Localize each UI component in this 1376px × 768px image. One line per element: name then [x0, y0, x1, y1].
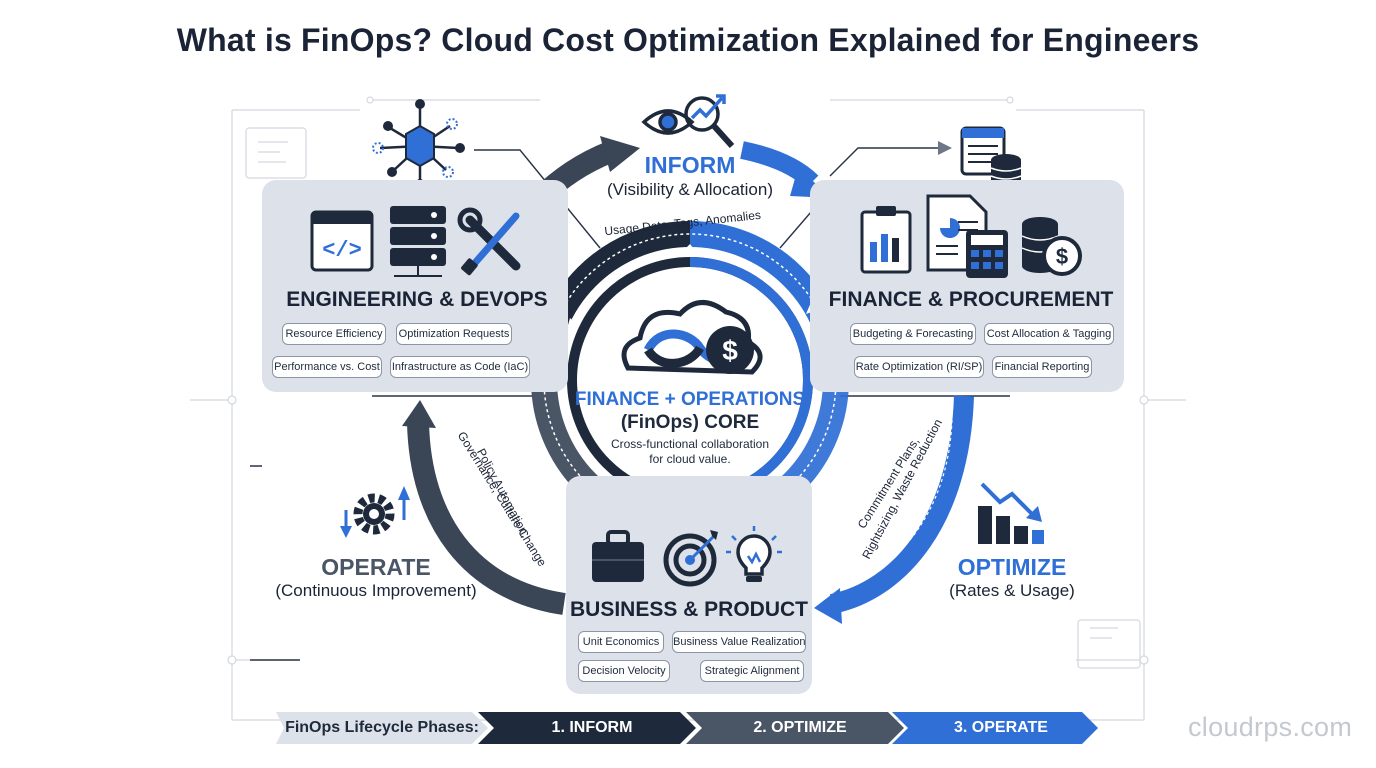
gear-arrows-icon: [340, 486, 410, 538]
tag-optimization-requests: Optimization Requests: [396, 323, 512, 345]
target-icon: [663, 530, 718, 587]
tag-strategic-alignment: Strategic Alignment: [700, 660, 804, 682]
core-title-line1: FINANCE + OPERATIONS: [574, 389, 806, 410]
inform-subtitle: (Visibility & Allocation): [607, 180, 773, 199]
lifecycle-operate-chevron: [892, 712, 1098, 744]
tag-budgeting-forecasting: Budgeting & Forecasting: [850, 323, 976, 345]
wrench-screwdriver-icon: [457, 207, 521, 276]
briefcase-icon: [592, 530, 644, 582]
network-cube-icon: [372, 99, 465, 189]
tag-financial-reporting: Financial Reporting: [992, 356, 1092, 378]
optimize-subtitle: (Rates & Usage): [949, 581, 1075, 600]
lifecycle-label: FinOps Lifecycle Phases:: [285, 719, 479, 736]
core-description-line1: Cross-functional collaboration: [610, 437, 770, 451]
inform-title: INFORM: [644, 152, 736, 178]
tag-cost-allocation-tagging: Cost Allocation & Tagging: [984, 323, 1114, 345]
lifecycle-bar-shapes: [276, 712, 1098, 744]
tag-unit-economics: Unit Economics: [578, 631, 664, 653]
watermark: cloudrps.com: [1188, 712, 1353, 742]
lifecycle-label-chevron: [276, 712, 488, 744]
lifecycle-step-operate: 3. OPERATE: [954, 719, 1048, 736]
tag-performance-vs-cost: Performance vs. Cost: [272, 356, 382, 378]
lifecycle-inform-chevron: [478, 712, 696, 744]
engineering-heading: ENGINEERING & DEVOPS: [286, 288, 548, 311]
engineering-icons: </>: [310, 206, 521, 277]
lifecycle-optimize-chevron: [686, 712, 904, 744]
tag-infrastructure-as-code: Infrastructure as Code (IaC): [390, 356, 530, 378]
coins-dollar-icon: $: [1021, 217, 1082, 276]
business-icons: [592, 526, 782, 587]
tag-rate-optimization: Rate Optimization (RI/SP): [854, 356, 984, 378]
optimize-title: OPTIMIZE: [957, 554, 1067, 580]
cloud-infinity-icon: $: [621, 300, 763, 375]
arrow-optimize-to-business: [829, 395, 974, 614]
business-heading: BUSINESS & PRODUCT: [569, 598, 809, 621]
report-calculator-icon: [926, 194, 1008, 278]
tag-resource-efficiency: Resource Efficiency: [282, 323, 386, 345]
arrow-business-to-operate: [407, 421, 566, 615]
tag-business-value-realization: Business Value Realization: [672, 631, 806, 653]
core-title-line2: (FinOps) CORE: [620, 412, 760, 433]
page-title: What is FinOps? Cloud Cost Optimization …: [176, 22, 1200, 58]
finance-heading: FINANCE & PROCUREMENT: [828, 288, 1114, 311]
clipboard-chart-icon: [860, 206, 912, 274]
svg-text:</>: </>: [322, 238, 362, 263]
lightbulb-icon: [726, 526, 782, 582]
operate-subtitle: (Continuous Improvement): [275, 581, 477, 600]
core-description-line2: for cloud value.: [649, 452, 731, 466]
tag-decision-velocity: Decision Velocity: [578, 660, 670, 682]
svg-text:$: $: [1056, 244, 1068, 269]
eye-magnifier-icon: [641, 94, 735, 149]
server-rack-icon: [390, 206, 446, 277]
connector-lines: [250, 147, 1010, 661]
operate-title: OPERATE: [321, 554, 431, 580]
lifecycle-step-optimize: 2. OPTIMIZE: [753, 719, 847, 736]
declining-chart-icon: [978, 482, 1044, 544]
finance-icons: $: [860, 194, 1082, 278]
svg-text:$: $: [722, 335, 738, 366]
code-window-icon: </>: [310, 210, 374, 272]
lifecycle-step-inform: 1. INFORM: [551, 719, 633, 736]
